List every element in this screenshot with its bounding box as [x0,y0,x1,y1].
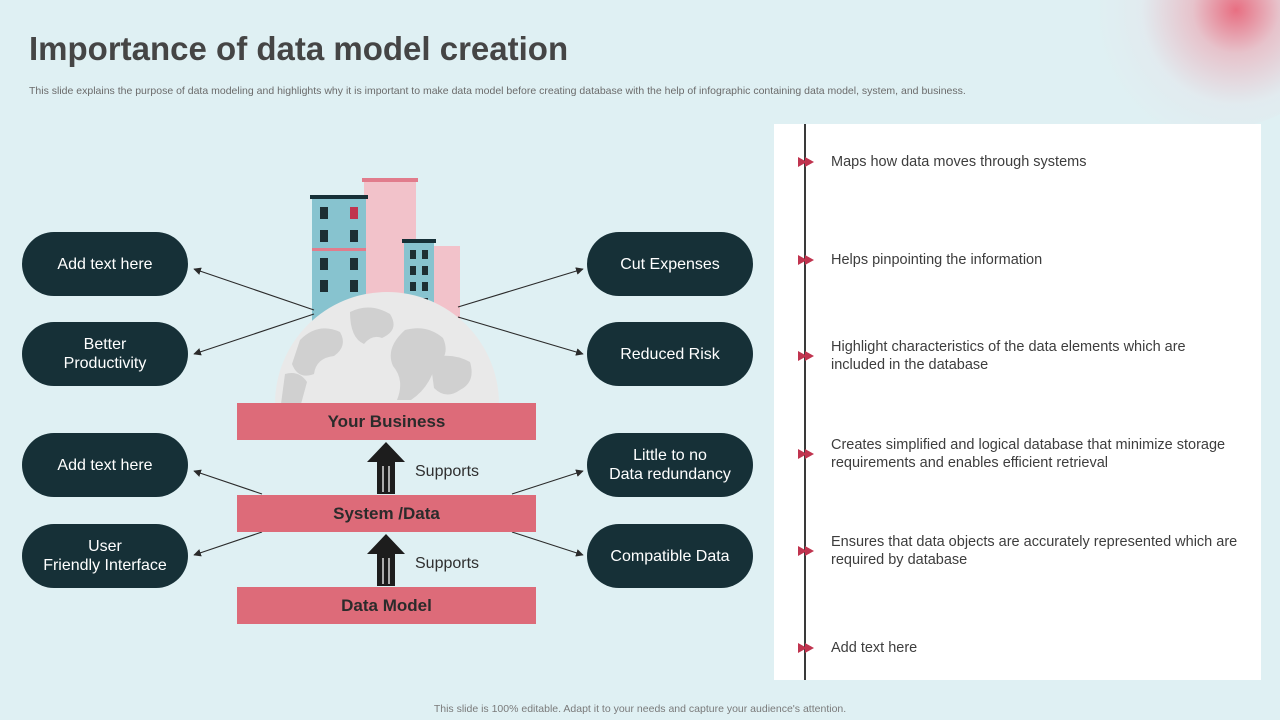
layer-your-business: Your Business [237,403,536,440]
panel-item-text: Highlight characteristics of the data el… [831,339,1186,373]
timeline-line [804,124,806,680]
panel-item-text: Creates simplified and logical database … [831,437,1226,471]
page-title: Importance of data model creation [29,30,569,67]
page-subtitle: This slide explains the purpose of data … [29,85,966,97]
benefits-panel: Maps how data moves through systems Help… [774,124,1261,680]
right-pill-cut-expenses: Cut Expenses [587,232,753,296]
panel-item-text: Add text here [831,640,918,656]
supports-label-lower: Supports [415,555,480,572]
panel-item: Highlight characteristics of the data el… [774,336,1261,376]
page-footer: This slide is 100% editable. Adapt it to… [433,703,847,715]
panel-item-text: Helps pinpointing the information [831,252,1043,268]
panel-item-text: Ensures that data objects are accurately… [831,534,1238,568]
left-pill-user-friendly-interface: User Friendly Interface [22,524,188,588]
left-pill-better-productivity: Better Productivity [22,322,188,386]
marker-arrow-icon [798,643,814,653]
up-arrows [367,442,405,586]
globe-illustration [275,292,499,404]
right-pill-compatible-data: Compatible Data [587,524,753,588]
layer-data-model: Data Model [237,587,536,624]
panel-item: Creates simplified and logical database … [774,434,1261,474]
left-pill-add-text-2: Add text here [22,433,188,497]
marker-arrow-icon [798,449,814,459]
marker-arrow-icon [798,157,814,167]
right-pill-data-redundancy: Little to no Data redundancy [587,433,753,497]
panel-item: Ensures that data objects are accurately… [774,531,1261,571]
marker-arrow-icon [798,255,814,265]
panel-item-text: Maps how data moves through systems [831,154,1087,170]
layer-system-data: System /Data [237,495,536,532]
panel-item: Helps pinpointing the information [774,240,1261,280]
left-pill-add-text-1: Add text here [22,232,188,296]
marker-arrow-icon [798,351,814,361]
panel-item: Maps how data moves through systems [774,142,1261,182]
supports-label-upper: Supports [415,463,480,480]
panel-item: Add text here [774,628,1261,668]
marker-arrow-icon [798,546,814,556]
connector-arrows [193,267,584,557]
right-pill-reduced-risk: Reduced Risk [587,322,753,386]
